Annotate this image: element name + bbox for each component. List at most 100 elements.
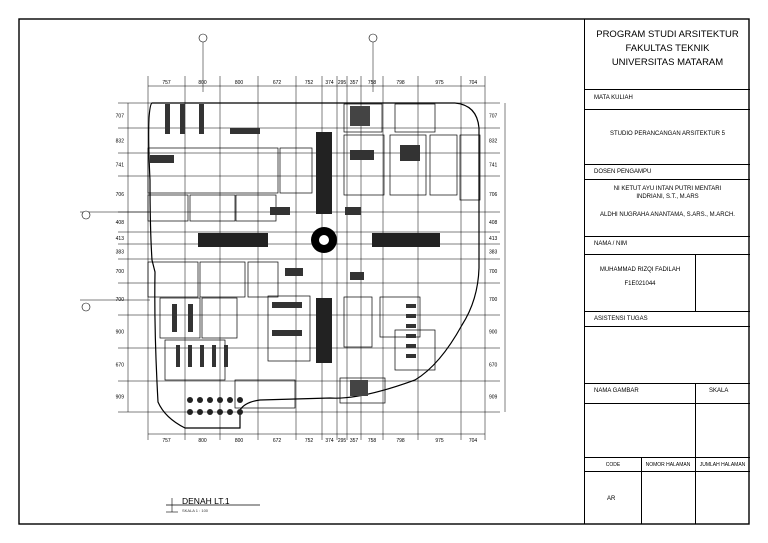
grid-lines [118, 76, 506, 440]
row-divider [585, 164, 750, 165]
tree [217, 409, 223, 415]
section-marker-left-1 [80, 210, 150, 220]
shelf [176, 345, 180, 367]
dimension-label-horizontal: 357 [350, 80, 359, 86]
dimension-label-vertical: 706 [489, 192, 498, 198]
dimension-label-vertical: 909 [489, 395, 498, 401]
shelf [200, 345, 204, 367]
stair [350, 272, 364, 280]
dimension-label-horizontal: 758 [368, 438, 377, 444]
room-outline [379, 296, 421, 338]
room-outline [189, 194, 236, 222]
shelf [224, 345, 228, 367]
row-divider [585, 457, 750, 458]
planter-south [316, 298, 332, 363]
mata-kuliah-label: MATA KULIAH [594, 95, 633, 101]
stair [345, 207, 361, 215]
student-nim: F1E021044 [624, 281, 656, 287]
dimension-label-horizontal: 800 [198, 438, 207, 444]
stair [285, 268, 303, 276]
row-divider [585, 471, 750, 472]
service-core [350, 106, 370, 126]
nama-nim-label: NAMA / NIM [594, 241, 628, 247]
dimension-label-vertical: 700 [116, 269, 125, 275]
row-divider [585, 383, 750, 384]
title-block: PROGRAM STUDI ARSITEKTUR FAKULTAS TEKNIK… [584, 19, 750, 524]
room-outline [279, 147, 313, 194]
room-outline [147, 147, 279, 194]
dimension-label-horizontal: 757 [162, 80, 171, 86]
stair [270, 207, 290, 215]
room-outline [267, 295, 311, 362]
room-outline [339, 377, 386, 404]
room-outline [234, 379, 296, 409]
room-outline [159, 297, 201, 339]
tree [197, 397, 203, 403]
tree [227, 409, 233, 415]
row-divider [585, 326, 750, 327]
room-outline [429, 134, 458, 196]
north-marker-1 [198, 33, 208, 92]
col-divider [695, 383, 696, 457]
tree [187, 397, 193, 403]
dimension-label-vertical: 383 [489, 250, 498, 256]
dimension-label-horizontal: 295 [338, 80, 347, 86]
program-line-3: UNIVERSITAS MATARAM [611, 57, 724, 68]
col-divider [641, 457, 642, 524]
dimension-label-horizontal: 357 [350, 438, 359, 444]
dimension-label-vertical: 900 [489, 330, 498, 336]
seating-row-left [198, 233, 268, 247]
dimension-label-horizontal: 758 [368, 80, 377, 86]
seating-row-right [372, 233, 440, 247]
shelf [188, 345, 192, 367]
sheet-border [18, 18, 750, 525]
dimension-label-vertical: 408 [116, 220, 125, 226]
dimension-label-vertical: 706 [116, 192, 125, 198]
dosen-2: ALDHI NUGRAHA ANANTAMA, S.ARS., M.ARCH. [600, 212, 735, 218]
tree [197, 409, 203, 415]
dimension-label-vertical: 832 [116, 139, 125, 145]
desk-row [272, 330, 302, 336]
plan-scale-caption: SKALA 1 : 100 [182, 508, 209, 513]
dimension-label-vertical: 741 [489, 163, 498, 169]
dimension-label-horizontal: 672 [273, 438, 282, 444]
room-outline [394, 329, 436, 371]
service-core [350, 380, 368, 396]
tree [237, 397, 243, 403]
tree [207, 397, 213, 403]
code-label: CODE [605, 462, 621, 468]
room-outline [394, 103, 436, 133]
row-divider [585, 311, 750, 312]
skala-label: SKALA [709, 388, 729, 394]
dimension-label-horizontal: 800 [235, 80, 244, 86]
shelf [188, 304, 193, 332]
shelf [212, 345, 216, 367]
dimension-label-vertical: 700 [489, 269, 498, 275]
table [406, 354, 416, 358]
code-value: AR [607, 496, 616, 502]
equipment [400, 145, 420, 161]
room-outline [201, 297, 238, 339]
dosen-1-line-1: NI KETUT AYU INTAN PUTRI MENTARI [613, 186, 722, 192]
dimension-label-horizontal: 752 [305, 80, 314, 86]
dosen-1-line-2: INDRIANI, S.T., M.ARS [636, 194, 699, 200]
col-divider [695, 254, 696, 311]
table [406, 344, 416, 348]
room-outline [147, 261, 199, 298]
building-outline [148, 102, 480, 429]
furniture-hatch [150, 104, 440, 415]
dimension-label-vertical: 707 [489, 114, 498, 120]
room-outline [343, 103, 383, 133]
dimension-label-horizontal: 704 [469, 438, 478, 444]
program-line-1: PROGRAM STUDI ARSITEKTUR [596, 29, 739, 40]
dimension-label-horizontal: 798 [396, 80, 405, 86]
room-outline [247, 261, 279, 298]
dimension-label-horizontal: 374 [325, 80, 334, 86]
dosen-label: DOSEN PENGAMPU [594, 169, 652, 175]
student-name: MUHAMMAD RIZQI FADILAH [599, 267, 681, 273]
dimension-label-vertical: 413 [489, 236, 498, 242]
bench [230, 128, 260, 134]
dimension-label-vertical: 900 [116, 330, 125, 336]
desk-row [272, 302, 302, 308]
